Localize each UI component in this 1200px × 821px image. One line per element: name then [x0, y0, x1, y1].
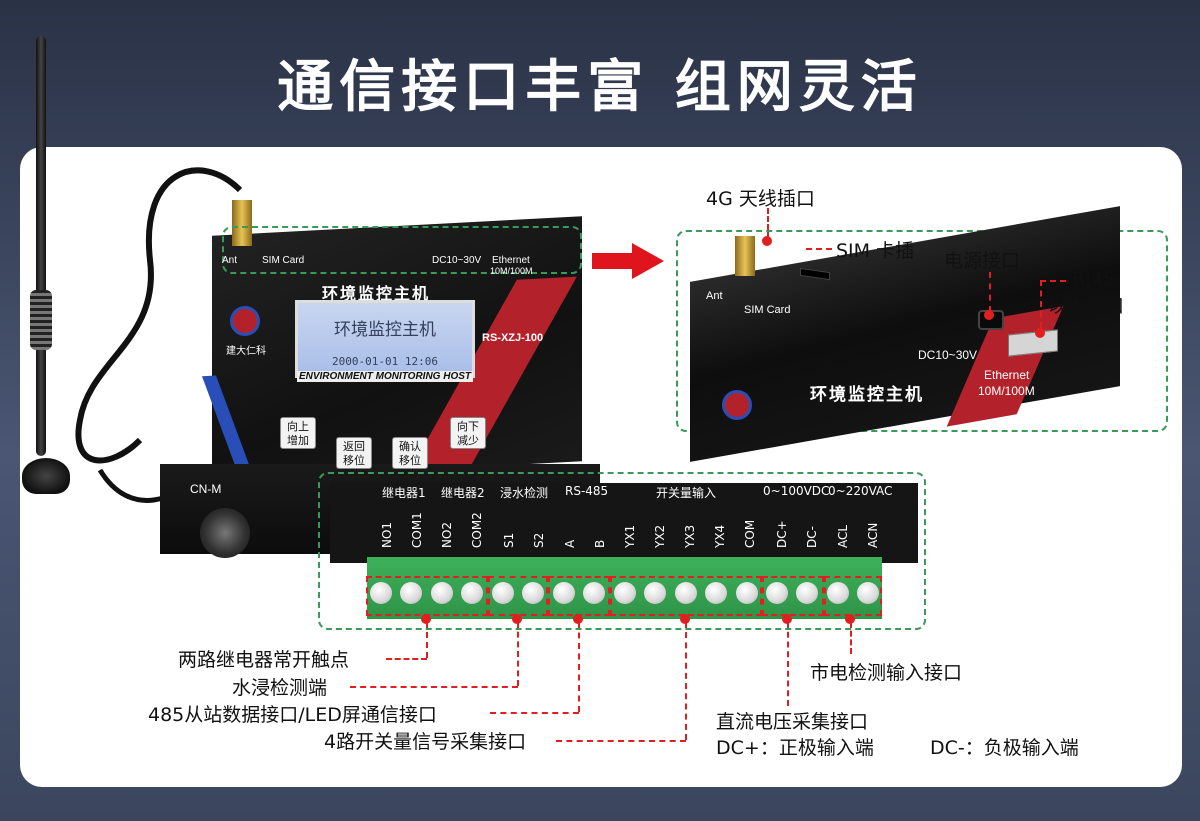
pin-com: COM [743, 519, 757, 548]
group-water: 浸水检测 [500, 486, 549, 500]
terminal-highlight [318, 472, 926, 630]
marker-dc [782, 614, 792, 624]
pin-acn: ACN [866, 522, 880, 548]
arrow-head [632, 243, 664, 279]
group-switch: 开关量输入 [656, 486, 717, 500]
pin-com2: COM2 [470, 512, 484, 548]
group-relay2: 继电器2 [441, 486, 485, 500]
key-up[interactable]: 向上增加 [280, 417, 316, 449]
callout-antenna: 4G 天线插口 [706, 188, 815, 210]
speed-label: 10M/100M [490, 266, 533, 276]
callout-mains: 市电检测输入接口 [810, 662, 963, 684]
brand-logo [230, 306, 260, 336]
pin-no2: NO2 [440, 521, 454, 548]
lcd-title: 环境监控主机 [334, 320, 436, 340]
brand-name: 建大仁科 [226, 346, 266, 357]
lcd-screen: 环境监控主机 2000-01-01 12:06 [295, 300, 475, 378]
callout-rj45: RJ45 [1072, 268, 1115, 290]
callout-rj45-sub: 以太网口 [1048, 295, 1125, 317]
pin-dc-pos: DC+ [775, 520, 789, 548]
group-ac: 0~220VAC [828, 484, 893, 498]
group-box-dc [762, 576, 824, 616]
callout-sim: SIM 卡插 [836, 240, 915, 262]
pin-yx1: YX1 [623, 524, 637, 548]
terminal-label-panel [330, 483, 918, 563]
dc-label: DC10~30V [432, 255, 482, 266]
marker-power [984, 310, 994, 320]
detail-highlight [676, 230, 1168, 432]
arrow-shaft [592, 253, 634, 269]
detail-top-label: 环境监控主机 [810, 385, 924, 404]
callout-relay: 两路继电器常开触点 [178, 649, 350, 671]
key-ok[interactable]: 确认移位 [392, 437, 428, 469]
pin-yx4: YX4 [713, 524, 727, 548]
key-back[interactable]: 返回移位 [336, 437, 372, 469]
group-box-ac [824, 576, 882, 616]
pin-no1: NO1 [380, 521, 394, 548]
marker-rs485 [573, 614, 583, 624]
top-ports-highlight [222, 226, 582, 274]
callout-rs485: 485从站数据接口/LED屏通信接口 [148, 704, 437, 726]
lcd-date: 2000-01-01 12:06 [332, 355, 438, 368]
cn-m-label: CN-M [190, 482, 222, 496]
detail-antenna-connector [735, 236, 755, 276]
pin-s2: S2 [532, 532, 546, 548]
group-relay1: 继电器1 [382, 486, 426, 500]
model-label: RS-XZJ-100 [482, 332, 544, 344]
group-box-water [488, 576, 548, 616]
device-top-label: 环境监控主机 [322, 286, 431, 303]
callout-power: 电源接口 [944, 250, 1021, 272]
detail-ethernet-label: Ethernet [984, 368, 1030, 382]
marker-switch [680, 614, 690, 624]
detail-brand-logo [722, 390, 752, 420]
detail-dc-label: DC10~30V [918, 348, 978, 362]
key-down[interactable]: 向下减少 [450, 417, 486, 449]
detail-ant-label: Ant [706, 290, 723, 302]
pin-acl: ACL [836, 524, 850, 548]
callout-dc-neg: DC-：负极输入端 [930, 737, 1079, 759]
pin-dc-neg: DC- [805, 526, 819, 548]
detail-speed-label: 10M/100M [978, 384, 1035, 398]
callout-dc-title: 直流电压采集接口 [716, 711, 869, 733]
marker-relay [421, 614, 431, 624]
callout-dc-pos: DC+：正极输入端 [716, 737, 874, 759]
ethernet-label: Ethernet [492, 255, 530, 266]
callout-switch: 4路开关量信号采集接口 [324, 731, 527, 753]
marker-antenna [762, 236, 772, 246]
pin-com1: COM1 [410, 512, 424, 548]
detail-sim-label: SIM Card [744, 304, 791, 316]
headline: 通信接口丰富 组网灵活 [277, 55, 923, 120]
marker-rj45 [1035, 328, 1045, 338]
group-box-relay [366, 576, 488, 616]
lcd-caption: ENVIRONMENT MONITORING HOST [297, 371, 473, 382]
cn-m-connector [200, 508, 250, 558]
marker-ac [845, 614, 855, 624]
group-box-switch [610, 576, 762, 616]
pin-a: A [563, 539, 577, 548]
sim-label: SIM Card [262, 255, 305, 266]
callout-water: 水浸检测端 [232, 677, 328, 699]
pin-yx3: YX3 [683, 524, 697, 548]
ant-label: Ant [222, 255, 238, 266]
group-rs485: RS-485 [565, 484, 609, 498]
group-dc: 0~100VDC [763, 484, 830, 498]
group-box-rs485 [548, 576, 610, 616]
antenna-connector [232, 200, 252, 246]
pin-s1: S1 [502, 532, 516, 548]
marker-water [512, 614, 522, 624]
pin-b: B [593, 539, 607, 548]
pin-yx2: YX2 [653, 524, 667, 548]
